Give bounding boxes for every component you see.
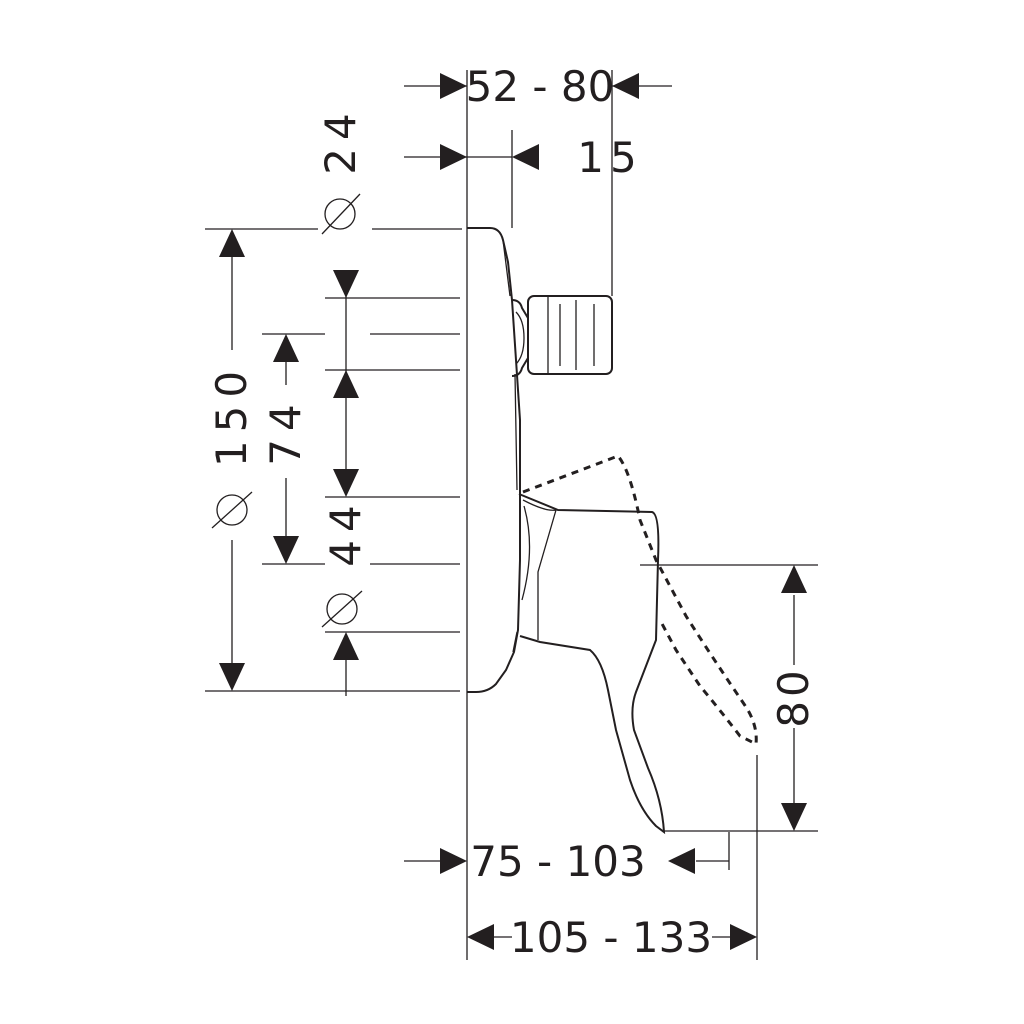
diameter-symbol-24 <box>321 193 361 235</box>
lever-handle-alternate-dashed <box>522 454 758 747</box>
dim-total-projection: 105 - 133 <box>510 913 712 962</box>
dim-top-depth: 52 - 80 <box>466 62 615 111</box>
diameter-symbols <box>211 193 363 628</box>
lever-handle <box>518 493 666 835</box>
dim-top-diameter: 24 <box>316 105 365 174</box>
dim-spacing-44: 44 <box>321 497 370 566</box>
dim-lever-projection: 75 - 103 <box>470 837 645 886</box>
diameter-symbol-150 <box>211 491 253 529</box>
dim-handle-height: 80 <box>769 666 818 727</box>
dimension-lines <box>231 250 795 938</box>
dim-top-outlet: 15 <box>577 133 642 182</box>
cover-plate <box>467 227 521 693</box>
dimension-labels: 52 - 80 15 24 150 74 44 80 75 - 103 105 … <box>207 62 818 962</box>
dim-plate-diameter: 150 <box>207 363 256 467</box>
dim-spacing-74: 74 <box>261 396 310 465</box>
arrowheads <box>219 73 807 950</box>
diameter-symbol-bottom <box>321 590 363 628</box>
extension-lines <box>205 70 818 960</box>
mixer-outline <box>467 227 758 835</box>
diverter-spout <box>511 295 613 377</box>
